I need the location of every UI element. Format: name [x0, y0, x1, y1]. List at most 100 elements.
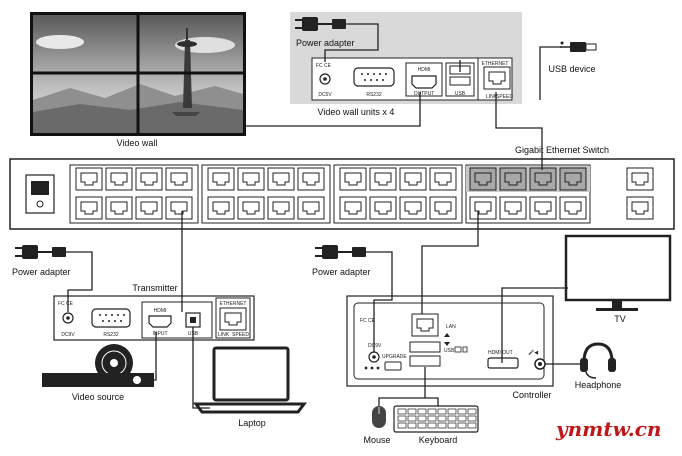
switch-label: Gigabit Ethernet Switch [515, 145, 609, 155]
video-wall-units-label: Video wall units x 4 [318, 107, 395, 117]
switch-port-icon [369, 167, 397, 191]
keyboard-key-icon [447, 422, 457, 429]
keyboard-key-icon [457, 408, 467, 415]
rs232-label: RS232 [366, 92, 382, 98]
switch-port-icon [237, 196, 265, 220]
lan-port-icon [411, 313, 439, 337]
rs232-port-icon [91, 308, 131, 328]
transmitter-device: FC CE DC9V RS232 HDMI INPUT USB ETHERNET… [53, 295, 255, 341]
switch-port-icon [267, 196, 295, 220]
dc5v-label: DC5V [318, 92, 332, 98]
switch-port-icon [267, 167, 295, 191]
input-label: INPUT [153, 331, 168, 337]
controller-device: FC CE DC9V UPGRADE LAN USB HDMI OUT 🎤◀ [346, 295, 554, 387]
usb-port-icon [409, 355, 441, 367]
cables [66, 23, 580, 409]
laptop-label: Laptop [238, 418, 266, 428]
ethernet-label: ETHERNET [482, 61, 509, 67]
keyboard-key-icon [407, 415, 417, 422]
usb-label: USB [455, 91, 466, 97]
switch-port-icon [399, 196, 427, 220]
tv-label: TV [614, 314, 626, 324]
rs232-label: RS232 [103, 332, 119, 338]
keyboard-key-icon [427, 415, 437, 422]
fcc-ce-mark: FC CE [58, 301, 74, 307]
switch-port-icon [297, 167, 325, 191]
link-label: LINK [218, 332, 230, 338]
uplink-port-icon [626, 196, 654, 220]
power-adapter-left-label: Power adapter [12, 267, 71, 277]
video-source-icon [42, 344, 154, 387]
lan-label: LAN [446, 324, 456, 330]
keyboard-key-icon [397, 422, 407, 429]
keyboard-key-icon [447, 408, 457, 415]
switch-port-icon [165, 167, 193, 191]
hdmi-port-icon [411, 75, 437, 89]
keyboard-icon [393, 405, 479, 433]
switch-port-icon [135, 167, 163, 191]
fcc-ce-mark: FC CE [316, 63, 332, 69]
keyboard-label: Keyboard [419, 435, 458, 445]
switch-port-icon [207, 196, 235, 220]
keyboard-key-icon [467, 422, 477, 429]
ethernet-port-icon [219, 307, 247, 331]
usb-device-label: USB device [548, 64, 595, 74]
switch-port-icon [369, 196, 397, 220]
keyboard-key-icon [397, 408, 407, 415]
switch-port-icon [429, 167, 457, 191]
switch-port-icon [105, 196, 133, 220]
switch-port-icon [135, 196, 163, 220]
switch-port-icon [75, 196, 103, 220]
upgrade-label: UPGRADE [382, 354, 407, 360]
switch-port-icon [469, 167, 497, 191]
usb-port-icon [409, 341, 441, 353]
video-wall-label: Video wall [117, 138, 158, 148]
keyboard-key-icon [417, 415, 427, 422]
hdmi-port-icon [487, 357, 519, 369]
usb-port-icon [449, 76, 471, 86]
speed-label: SPEED [496, 94, 513, 100]
hdmi-port-icon [148, 315, 172, 328]
switch-port-icon [339, 167, 367, 191]
hdmi-label: HDMI [418, 67, 431, 73]
switch-port-icon [529, 167, 557, 191]
switch-port-icon [165, 196, 193, 220]
power-adapter-top-label: Power adapter [296, 38, 355, 48]
keyboard-key-icon [407, 408, 417, 415]
switch-port-icon [399, 167, 427, 191]
switch-port-icon [559, 167, 587, 191]
headphone-icon [580, 342, 616, 379]
keyboard-key-icon [467, 415, 477, 422]
video-wall-unit-panel: Power adapter FC CE DC5V RS232 HDMI OUTP… [290, 12, 522, 104]
mouse-icon [372, 406, 386, 428]
switch-port-icon [529, 196, 557, 220]
switch-port-icon [559, 196, 587, 220]
power-adapter-plug-icon [14, 244, 67, 260]
keyboard-key-icon [457, 422, 467, 429]
switch-port-icon [237, 167, 265, 191]
fcc-ce-mark: FC CE [360, 318, 376, 324]
switch-port-icon [499, 167, 527, 191]
mouse-label: Mouse [363, 435, 390, 445]
switch-port-icon [469, 196, 497, 220]
uplink-port-icon [626, 167, 654, 191]
keyboard-key-icon [447, 415, 457, 422]
keyboard-key-icon [417, 408, 427, 415]
switch-port-icon [105, 167, 133, 191]
keyboard-key-icon [467, 408, 477, 415]
switch-port-icon [75, 167, 103, 191]
keyboard-key-icon [427, 422, 437, 429]
keyboard-key-icon [397, 415, 407, 422]
upgrade-port-icon [384, 361, 402, 371]
usb-label: USB [444, 348, 455, 354]
speed-label: SPEED [232, 332, 249, 338]
keyboard-key-icon [437, 408, 447, 415]
hdmi-label: HDMI [154, 308, 167, 314]
dc9v-label: DC9V [61, 332, 75, 338]
keyboard-key-icon [427, 408, 437, 415]
video-wall [30, 12, 246, 136]
switch-port-icon [207, 167, 235, 191]
link-label: LINK [486, 94, 498, 100]
usb-device-icon [560, 41, 597, 52]
